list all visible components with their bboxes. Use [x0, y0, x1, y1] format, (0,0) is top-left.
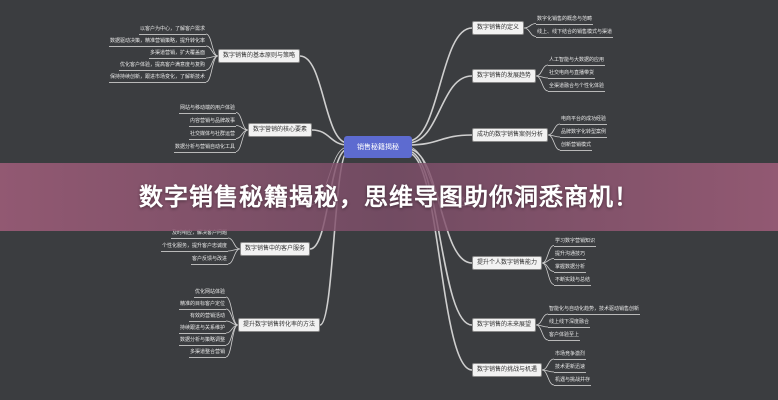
- leaf-item[interactable]: 电商平台的成功经验: [560, 116, 608, 125]
- connector-line: [541, 262, 555, 285]
- leaf-item[interactable]: 品牌数字化转型案例: [560, 129, 608, 138]
- branch-node[interactable]: 数字销售的基本原则与策略: [218, 49, 301, 63]
- leaf-item[interactable]: 精准的目标客户定位: [178, 301, 226, 310]
- leaf-item[interactable]: 人工智能与大数据的应用: [548, 57, 606, 66]
- connector-line: [407, 152, 473, 371]
- leaf-item[interactable]: 数字化销售的概念与范畴: [536, 16, 594, 25]
- leaf-item[interactable]: 客户反馈与改进: [190, 256, 228, 265]
- leaf-item[interactable]: 创新营销模式: [560, 142, 593, 151]
- connector-line: [541, 369, 555, 386]
- center-node[interactable]: 销售秘籍揭秘: [344, 136, 412, 158]
- leaf-item[interactable]: 社交媒体与社群运营: [188, 131, 236, 140]
- branch-node[interactable]: 数字销售的未来展望: [472, 318, 537, 332]
- leaf-item[interactable]: 有效的营销活动: [188, 313, 226, 322]
- leaf-item[interactable]: 以客户为中心，了解客户需求: [138, 26, 206, 35]
- leaf-item[interactable]: 优化客户体验，提高客户满意度与复购: [118, 62, 206, 71]
- connector-line: [235, 129, 249, 152]
- connector-line: [523, 23, 537, 29]
- connector-line: [541, 358, 555, 371]
- leaf-item[interactable]: 及时响应，解决客户问题: [170, 230, 228, 239]
- connector-line: [407, 150, 473, 326]
- leaf-item[interactable]: 内容营销与品牌故事: [188, 118, 236, 127]
- title-banner: [0, 163, 778, 231]
- leaf-item[interactable]: 优化网站体验: [193, 289, 226, 298]
- leaf-item[interactable]: 市场竞争激烈: [554, 351, 587, 360]
- leaf-item[interactable]: 数据分析与策略调整: [178, 337, 226, 346]
- leaf-item[interactable]: 个性化服务，提升客户忠诚度: [160, 243, 228, 252]
- connector-line: [407, 75, 473, 144]
- connector-line: [407, 134, 473, 146]
- connector-line: [205, 33, 219, 57]
- connector-line: [205, 55, 219, 83]
- connector-line: [547, 123, 561, 136]
- leaf-item[interactable]: 机遇与挑战并存: [554, 377, 592, 386]
- branch-node[interactable]: 数字销售中的客户服务: [240, 242, 311, 256]
- leaf-item[interactable]: 多渠道营销，扩大覆盖面: [148, 50, 206, 59]
- leaf-item[interactable]: 提升沟通技巧: [554, 251, 587, 260]
- leaf-item[interactable]: 掌握数据分析: [554, 264, 587, 273]
- connector-line: [225, 324, 239, 358]
- connector-line: [523, 27, 537, 37]
- leaf-item[interactable]: 学习数字营销知识: [554, 238, 597, 247]
- leaf-item[interactable]: 数据分析与营销自动化工具: [173, 144, 236, 153]
- connector-line: [535, 64, 549, 77]
- leaf-item[interactable]: 不断实践与总结: [554, 277, 592, 286]
- leaf-item[interactable]: 社交电商与直播带货: [548, 70, 596, 79]
- connector-line: [227, 248, 241, 265]
- connector-line: [311, 129, 349, 146]
- branch-node[interactable]: 提升数字销售转化率的方法: [238, 318, 321, 332]
- leaf-item[interactable]: 线上线下深度融合: [548, 319, 591, 328]
- connector-line: [547, 134, 561, 151]
- connector-line: [407, 27, 473, 142]
- branch-node[interactable]: 数字营销的核心要素: [248, 123, 313, 137]
- leaf-item[interactable]: 技术更新迅速: [554, 364, 587, 373]
- leaf-item[interactable]: 多渠道整合营销: [188, 349, 226, 358]
- branch-node[interactable]: 数字销售的挑战与机遇: [472, 363, 543, 377]
- leaf-item[interactable]: 全渠道融合与个性化体验: [548, 83, 606, 92]
- leaf-item[interactable]: 网站与移动端的用户体验: [178, 105, 236, 114]
- leaf-item[interactable]: 持续跟进与关系维护: [178, 325, 226, 334]
- connector-line: [535, 313, 549, 326]
- connector-line: [319, 150, 349, 326]
- banner-title: 数字销售秘籍揭秘，思维导图助你洞悉商机！: [139, 183, 639, 211]
- connector-line: [299, 55, 349, 144]
- branch-node[interactable]: 数字销售的定义: [472, 21, 525, 35]
- branch-node[interactable]: 数字销售的发展趋势: [472, 69, 537, 83]
- leaf-item[interactable]: 客户体验至上: [548, 332, 581, 341]
- leaf-item[interactable]: 线上、线下结合的销售模式与渠道: [536, 29, 614, 38]
- leaf-item[interactable]: 保持持续创新，跟进市场变化，了解新技术: [108, 74, 206, 83]
- leaf-item[interactable]: 智能化与自动化趋势，技术驱动销售创新: [548, 306, 641, 315]
- connector-line: [535, 75, 549, 92]
- connector-line: [535, 324, 549, 341]
- connector-line: [227, 237, 241, 250]
- leaf-item[interactable]: 数据驱动决策，精准营销策略，提升转化率: [108, 38, 206, 47]
- branch-node[interactable]: 提升个人数字销售能力: [472, 256, 543, 270]
- branch-node[interactable]: 成功的数字销售案例分析: [472, 128, 549, 142]
